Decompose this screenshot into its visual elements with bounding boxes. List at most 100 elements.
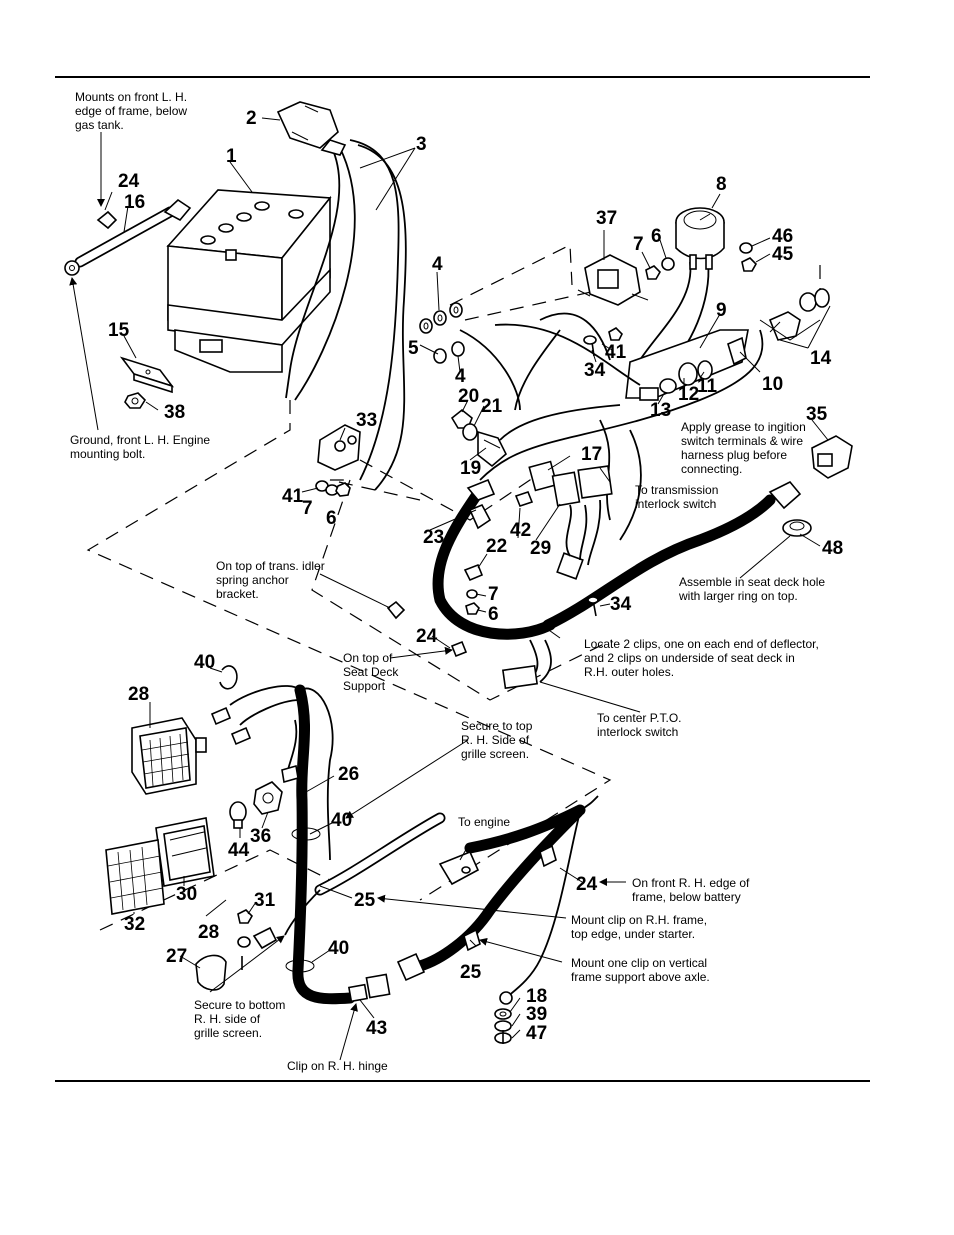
battery-caps <box>200 201 304 261</box>
callout-12: 12 <box>678 384 699 405</box>
callout-4-upper: 4 <box>432 254 443 275</box>
callout-7-top: 7 <box>633 234 644 255</box>
callout-14: 14 <box>810 348 832 369</box>
callout-27: 27 <box>166 946 187 967</box>
callout-31: 31 <box>254 890 276 911</box>
note-apply-grease: Apply grease to ingition switch terminal… <box>681 420 809 476</box>
callout-40-top: 40 <box>194 652 215 673</box>
front-harness <box>210 665 446 1005</box>
lamp-housing <box>155 817 215 887</box>
callout-numbers: 1 2 3 24 16 15 38 4 5 4 33 41 7 6 20 21 … <box>108 108 843 1044</box>
note-assemble-seat-deck: Assemble in seat deck hole with larger r… <box>678 575 828 603</box>
terminal-boot <box>276 101 339 149</box>
callout-37: 37 <box>596 208 617 229</box>
callout-38: 38 <box>164 402 185 423</box>
callout-41-top: 41 <box>605 342 627 363</box>
starter-solenoid <box>317 424 361 471</box>
washers-7-6-top <box>645 257 675 280</box>
callout-29: 29 <box>530 538 551 559</box>
lamp-lens <box>105 839 165 915</box>
callout-5: 5 <box>408 338 419 359</box>
callout-40-bottom: 40 <box>328 938 349 959</box>
hardware-31 <box>237 909 278 970</box>
callout-34-lower: 34 <box>610 594 632 615</box>
ignition-switch <box>450 408 507 468</box>
hold-down-bracket <box>119 356 175 394</box>
boot-27 <box>195 954 227 991</box>
callout-18: 18 <box>526 986 547 1007</box>
callout-26: 26 <box>338 764 359 785</box>
callout-25-right: 25 <box>460 962 482 983</box>
note-center-pto: To center P.T.O. interlock switch <box>597 711 685 739</box>
callout-24: 24 <box>118 171 140 192</box>
battery-cables <box>285 139 407 491</box>
note-clip-rh-frame: Mount clip on R.H. frame, top edge, unde… <box>571 913 710 941</box>
callout-17: 17 <box>581 444 602 465</box>
callout-46: 46 <box>772 226 793 247</box>
callout-15: 15 <box>108 320 130 341</box>
callout-6-top: 6 <box>651 226 662 247</box>
washers-4-5 <box>419 302 465 364</box>
callout-47: 47 <box>526 1023 547 1044</box>
ground-cable <box>64 198 192 276</box>
note-front-rh-battery: On front R. H. edge of frame, below batt… <box>632 876 753 904</box>
key-switch <box>577 254 649 306</box>
engine-harness <box>396 795 599 1044</box>
note-mounts-front-lh: Mounts on front L. H. edge of frame, bel… <box>75 90 190 132</box>
callout-42: 42 <box>510 520 531 541</box>
callout-8: 8 <box>716 174 727 195</box>
callout-10: 10 <box>762 374 783 395</box>
callout-9: 9 <box>716 300 727 321</box>
callout-44: 44 <box>228 840 250 861</box>
callout-41-left: 41 <box>282 486 304 507</box>
callout-39: 39 <box>526 1004 547 1025</box>
note-trans-idler: On top of trans. idler spring anchor bra… <box>216 559 328 601</box>
callout-28-top: 28 <box>128 684 149 705</box>
callout-3: 3 <box>416 134 427 155</box>
callout-11: 11 <box>697 376 718 397</box>
callout-21: 21 <box>481 396 503 417</box>
main-harness <box>386 312 853 690</box>
callout-7-left: 7 <box>302 498 313 519</box>
callout-23: 23 <box>423 527 444 548</box>
callout-13: 13 <box>650 400 671 421</box>
callout-33: 33 <box>356 410 377 431</box>
callout-30: 30 <box>176 884 197 905</box>
callout-28-bottom: 28 <box>198 922 219 943</box>
callout-19: 19 <box>460 458 481 479</box>
note-ground-engine: Ground, front L. H. Engine mounting bolt… <box>70 433 213 461</box>
note-secure-top-grille: Secure to top R. H. Side of grille scree… <box>461 719 536 761</box>
note-secure-bottom-grille: Secure to bottom R. H. side of grille sc… <box>194 998 289 1040</box>
callout-25-left: 25 <box>354 890 376 911</box>
washers-45-46 <box>739 242 757 272</box>
note-to-engine: To engine <box>458 815 510 829</box>
callout-6-mid: 6 <box>488 604 499 625</box>
note-locate-clips: Locate 2 clips, one on each end of defle… <box>584 637 822 679</box>
callout-45: 45 <box>772 244 794 265</box>
note-seat-deck-support: On top of Seat Deck Support <box>343 651 402 693</box>
callout-7-mid: 7 <box>488 584 499 605</box>
callout-36: 36 <box>250 826 271 847</box>
headlight <box>131 717 207 795</box>
note-clip-vertical: Mount one clip on vertical frame support… <box>571 956 710 984</box>
callout-1: 1 <box>226 146 237 167</box>
callout-20: 20 <box>458 386 479 407</box>
callout-32: 32 <box>124 914 145 935</box>
callout-34-upper: 34 <box>584 360 606 381</box>
callout-16: 16 <box>124 192 145 213</box>
callout-2: 2 <box>246 108 257 129</box>
solenoid-hardware <box>315 480 351 497</box>
leader-lines <box>69 117 831 1061</box>
callout-40-mid: 40 <box>331 810 352 831</box>
callout-48: 48 <box>822 538 843 559</box>
callout-4-lower: 4 <box>455 366 466 387</box>
callout-22: 22 <box>486 536 507 557</box>
note-clip-rh-hinge: Clip on R. H. hinge <box>287 1059 388 1073</box>
nut-38 <box>124 392 147 409</box>
callout-6-left: 6 <box>326 508 337 529</box>
annotation-notes: Mounts on front L. H. edge of frame, bel… <box>70 90 828 1073</box>
dash-panel <box>625 329 749 401</box>
callout-24-right: 24 <box>576 874 598 895</box>
callout-24-mid: 24 <box>416 626 438 647</box>
